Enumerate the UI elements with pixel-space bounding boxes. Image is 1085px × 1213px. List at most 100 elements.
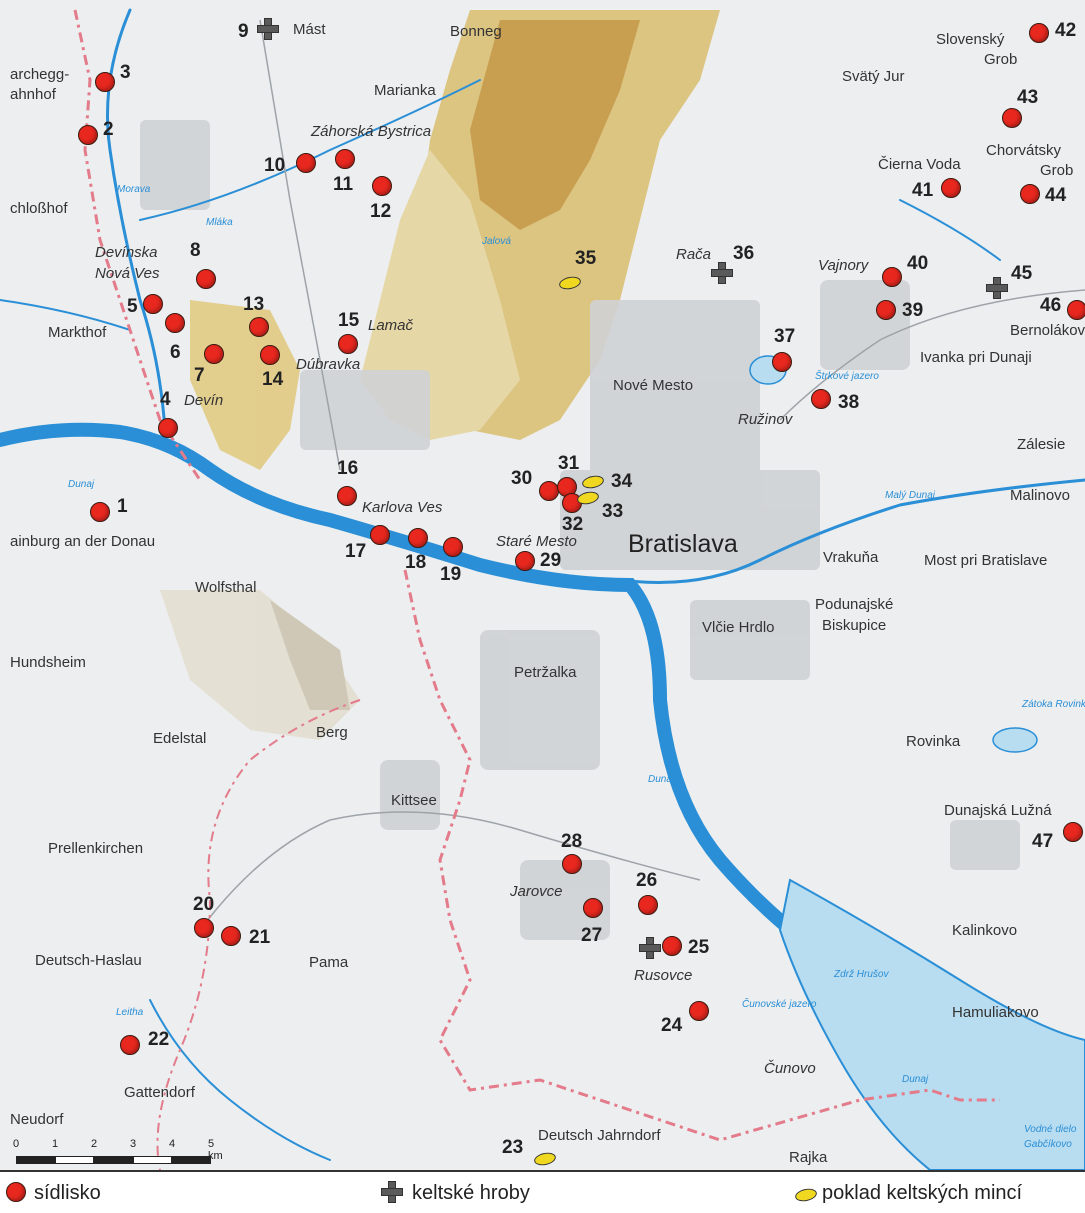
settlement-marker [165,313,185,333]
settlement-marker [515,551,535,571]
scale-tick-label: 3 [130,1138,137,1150]
site-number: 19 [440,564,462,585]
state-border [403,569,1000,1142]
water-label: Zdrž Hrušov [834,969,889,980]
site-number: 1 [117,496,128,517]
settlement-marker [260,345,280,365]
district-label: Staré Mesto [496,533,577,550]
site-number: 18 [405,552,427,573]
legend-graves-label: keltské hroby [412,1182,530,1204]
district-label: Nová Ves [95,265,160,282]
water-label: Vodné dielo [1024,1124,1077,1135]
reservoir [778,878,1085,1170]
site-number: 15 [338,310,360,331]
place-label: Rajka [789,1149,828,1166]
site-number: 3 [120,62,131,83]
scale-tick-label: 1 [52,1138,59,1150]
settlement-marker [1067,300,1085,320]
settlement-marker [1063,822,1083,842]
site-number: 7 [194,365,205,386]
scale-segment [55,1156,94,1164]
site-number: 13 [243,294,265,315]
site-number: 26 [636,870,658,891]
site-number: 35 [575,248,597,269]
place-label: Rovinka [906,733,961,750]
settlement-marker [337,486,357,506]
scale-tick-label: 4 [169,1138,176,1150]
roads [199,19,1085,931]
water-label: Mláka [206,217,233,228]
district-label: Karlova Ves [362,499,443,516]
place-label: Deutsch Jahrndorf [538,1127,661,1144]
settlement-marker [408,528,428,548]
site-number: 33 [602,501,624,522]
city-label: Bratislava [628,530,738,558]
place-label: Grob [984,51,1018,68]
scale-tick-label: 2 [91,1138,98,1150]
water-label: Malý Dunaj [885,490,936,501]
district-label: Vajnory [818,257,869,274]
settlement-marker [583,898,603,918]
water-label: Morava [117,184,151,195]
place-label: Zálesie [1017,436,1066,453]
settlement-marker [1002,108,1022,128]
water-label: Čunovské jazero [742,999,817,1010]
place-label: Kalinkovo [952,922,1018,939]
settlement-marker [1020,184,1040,204]
site-number: 36 [733,243,755,264]
settlement-marker [876,300,896,320]
settlement-marker [638,895,658,915]
settlement-marker [372,176,392,196]
place-label: Grob [1040,162,1074,179]
site-number: 14 [262,369,284,390]
site-number: 45 [1011,263,1033,284]
site-number: 44 [1045,185,1067,206]
place-label: Nové Mesto [613,377,694,394]
legend-hoard-icon [793,1186,819,1204]
place-label: Chorvátsky [986,142,1062,159]
site-number: 22 [148,1029,170,1050]
site-number: 11 [333,174,354,195]
site-number: 34 [611,471,633,492]
place-label: Markthof [48,324,107,341]
site-number: 39 [902,300,924,321]
site-number: 31 [558,453,580,474]
site-number: 42 [1055,20,1077,41]
place-label: Prellenkirchen [48,840,144,857]
settlement-marker [78,125,98,145]
settlement-marker [194,918,214,938]
settlement-marker [338,334,358,354]
legend-settlement-icon [6,1182,26,1202]
settlement-marker [689,1001,709,1021]
place-label: Berg [316,724,348,741]
site-number: 17 [345,541,367,562]
settlement-marker [196,269,216,289]
place-label: Gattendorf [124,1084,195,1101]
district-label: Jarovce [510,883,563,900]
place-label: Deutsch-Haslau [35,952,142,969]
district-label: Čunovo [764,1060,816,1077]
water-label: Zátoka Rovinka [1022,699,1085,710]
site-number: 4 [160,389,171,410]
district-label: Ružinov [738,411,793,428]
place-label: Podunajské [815,596,894,613]
water-label: Dunaj [68,479,95,490]
settlement-marker [539,481,559,501]
site-number: 47 [1032,831,1054,852]
legend-graves-icon [381,1181,403,1203]
place-label: Kittsee [391,792,437,809]
legend-settlement-label: sídlisko [34,1182,101,1204]
site-number: 23 [502,1137,524,1158]
place-label: archegg- [10,66,70,83]
place-label: chloßhof [10,200,68,217]
settlement-marker [370,525,390,545]
place-label: Hundsheim [10,654,86,671]
water-label: Jalová [482,236,511,247]
site-number: 6 [170,342,181,363]
site-number: 10 [264,155,286,176]
site-number: 46 [1040,295,1062,316]
scale-segment [133,1156,172,1164]
scale-segment [94,1156,133,1164]
